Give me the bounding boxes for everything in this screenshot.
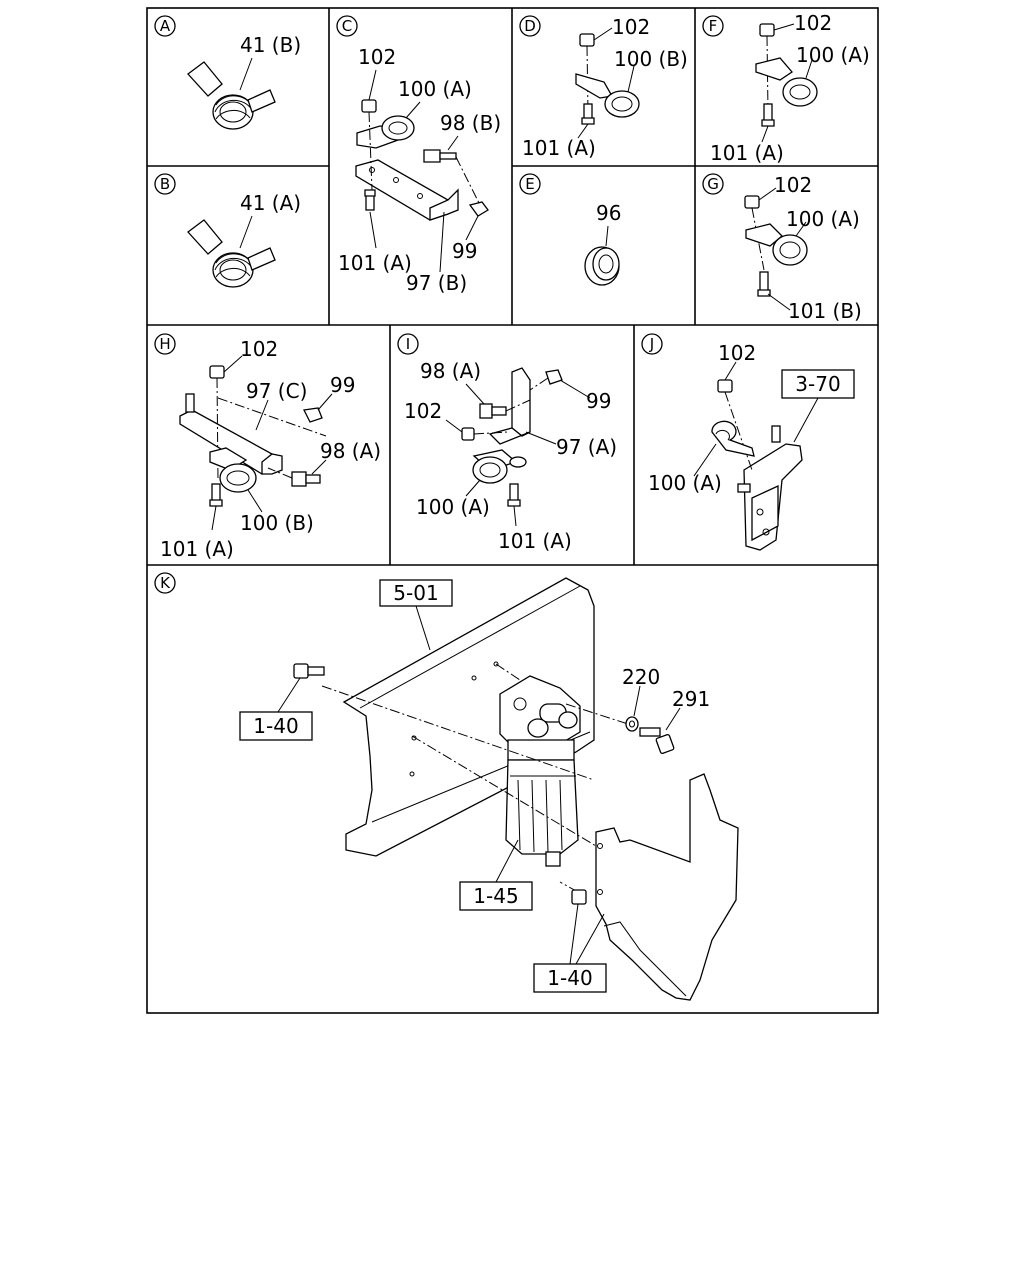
panel-letter-j: J <box>641 333 663 355</box>
part-label: 102 <box>774 173 812 197</box>
part-label: 102 <box>612 15 650 39</box>
panel-letter-b: B <box>154 173 176 195</box>
part-label: 101 (A) <box>338 251 412 275</box>
svg-text:J: J <box>649 335 654 353</box>
part-label: 101 (A) <box>160 537 234 561</box>
panel-d: D 102 100 (B) 101 (A) <box>519 15 688 160</box>
part-label: 100 (A) <box>648 471 722 495</box>
bolt-illustration <box>639 727 675 754</box>
svg-text:B: B <box>160 175 170 193</box>
svg-text:1-45: 1-45 <box>473 884 518 908</box>
panel-e: E 96 <box>519 173 621 286</box>
panel-letter-f: F <box>702 15 724 37</box>
grommet-illustration <box>584 246 620 286</box>
svg-text:F: F <box>709 17 718 35</box>
part-label: 100 (B) <box>614 47 688 71</box>
panel-letter-g: G <box>702 173 724 195</box>
part-label: 41 (B) <box>240 33 301 57</box>
reference-box: 3-70 <box>781 369 855 399</box>
panel-f: F 102 100 (A) 101 (A) <box>702 11 870 165</box>
part-label: 97 (B) <box>406 271 467 295</box>
part-label: 97 (C) <box>246 379 307 403</box>
panel-a: A 41 (B) <box>154 15 301 130</box>
part-label: 102 <box>404 399 442 423</box>
svg-text:I: I <box>406 335 410 353</box>
panel-g: G 102 100 (A) 101 (B) <box>702 173 862 323</box>
part-label: 98 (A) <box>320 439 381 463</box>
part-label: 97 (A) <box>556 435 617 459</box>
panel-letter-d: D <box>519 15 541 37</box>
panel-h: H 102 97 (C) 99 98 (A) 100 (B) <box>154 333 381 561</box>
svg-text:A: A <box>160 17 171 35</box>
part-label: 102 <box>358 45 396 69</box>
panel-letter-h: H <box>154 333 176 355</box>
washer-illustration <box>625 716 639 732</box>
support-bracket-illustration <box>595 773 739 1001</box>
part-label: 102 <box>718 341 756 365</box>
svg-text:D: D <box>524 17 536 35</box>
part-label: 100 (A) <box>416 495 490 519</box>
reference-box-1-45: 1-45 <box>459 881 533 911</box>
svg-text:C: C <box>342 17 352 35</box>
part-label: 100 (A) <box>786 207 860 231</box>
part-label: 101 (A) <box>710 141 784 165</box>
panel-c: C 102 100 (A) 98 (B) 101 (A) <box>336 15 501 295</box>
bracket-illustration <box>179 365 327 507</box>
part-label: 98 (A) <box>420 359 481 383</box>
panel-letter-i: I <box>397 333 419 355</box>
grid-frame <box>146 7 879 1014</box>
panel-letter-c: C <box>336 15 358 37</box>
clip-illustration <box>755 23 818 127</box>
part-label: 99 <box>330 373 355 397</box>
svg-text:E: E <box>525 175 534 193</box>
part-label: 100 (B) <box>240 511 314 535</box>
panel-k: K <box>154 572 739 1001</box>
part-label: 99 <box>586 389 611 413</box>
part-label: 101 (B) <box>788 299 862 323</box>
part-label: 98 (B) <box>440 111 501 135</box>
reference-box-5-01: 5-01 <box>379 579 453 607</box>
hose-clamp-illustration <box>187 61 276 130</box>
bracket-illustration <box>711 379 803 551</box>
svg-text:H: H <box>159 335 170 353</box>
svg-text:5-01: 5-01 <box>393 581 438 605</box>
part-label: 99 <box>452 239 477 263</box>
svg-text:G: G <box>707 175 719 193</box>
svg-text:3-70: 3-70 <box>795 372 840 396</box>
part-label: 100 (A) <box>398 77 472 101</box>
bracket-illustration <box>355 99 489 221</box>
reference-box-1-40: 1-40 <box>239 711 313 741</box>
panel-j: J 102 3-70 100 (A) <box>641 333 855 551</box>
svg-text:1-40: 1-40 <box>253 714 298 738</box>
part-label: 102 <box>794 11 832 35</box>
part-label: 96 <box>596 201 621 225</box>
svg-text:K: K <box>160 574 171 592</box>
clip-illustration <box>744 195 808 297</box>
panel-b: B 41 (A) <box>154 173 301 288</box>
panel-letter-a: A <box>154 15 176 37</box>
part-label: 291 <box>672 687 710 711</box>
part-label: 100 (A) <box>796 43 870 67</box>
bolt-illustration <box>293 663 325 679</box>
bracket-illustration <box>461 367 563 507</box>
part-label: 102 <box>240 337 278 361</box>
part-label: 101 (A) <box>522 136 596 160</box>
fuel-filter-illustration <box>499 675 581 867</box>
panel-letter-e: E <box>519 173 541 195</box>
panel-letter-k: K <box>154 572 176 594</box>
reference-box-1-40-lower: 1-40 <box>533 963 607 993</box>
panel-i: I 98 (A) 99 102 97 (A) 100 (A) <box>397 333 617 553</box>
hose-clamp-illustration <box>187 219 276 288</box>
part-label: 101 (A) <box>498 529 572 553</box>
part-label: 220 <box>622 665 660 689</box>
nut-illustration <box>571 889 587 905</box>
clip-illustration <box>575 33 640 125</box>
svg-text:1-40: 1-40 <box>547 966 592 990</box>
part-label: 41 (A) <box>240 191 301 215</box>
